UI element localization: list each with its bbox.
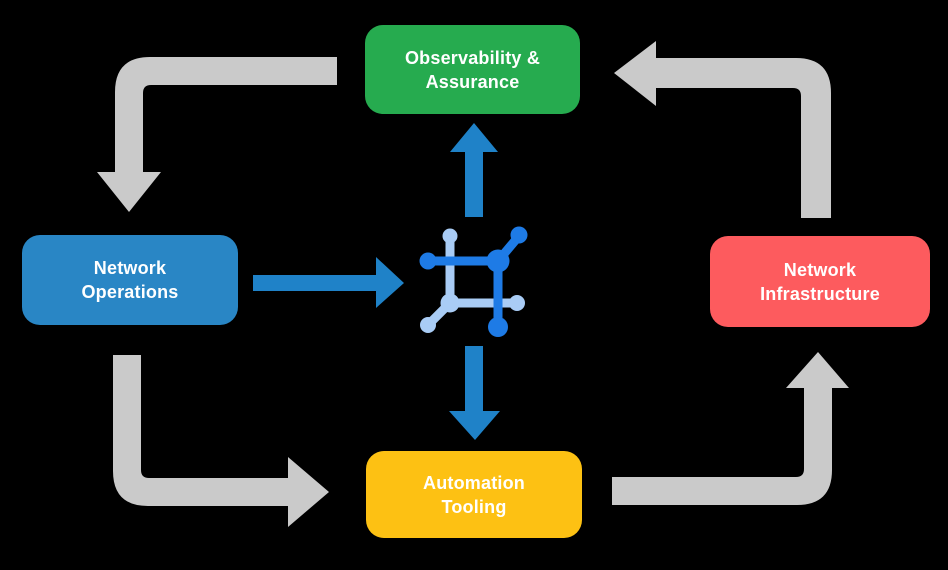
node-automation-tooling: Automation Tooling xyxy=(366,451,582,538)
node-label-line: Tooling xyxy=(441,496,507,517)
arrow-operations-to-center xyxy=(253,257,404,308)
network-mesh-icon-dark-dots xyxy=(419,226,528,337)
node-label-line: Observability & xyxy=(404,47,541,68)
node-label-line: Assurance xyxy=(425,71,520,92)
arrow-center-to-observability xyxy=(450,123,498,217)
network-mesh-icon xyxy=(419,226,528,337)
node-label-line: Operations xyxy=(81,282,179,302)
node-label-line: Network xyxy=(783,259,857,280)
network-mesh-icon-light-dots xyxy=(420,228,525,333)
node-label-line: Infrastructure xyxy=(760,283,880,304)
arrow-observability-to-operations xyxy=(97,57,337,212)
node-network-operations: Network Operations xyxy=(22,235,238,325)
arrow-infrastructure-to-observability xyxy=(614,41,831,218)
node-network-infrastructure: Network Infrastructure xyxy=(710,236,930,327)
node-label-line: Network xyxy=(93,258,167,278)
arrow-automation-to-infrastructure xyxy=(612,352,849,505)
node-observability-assurance: Observability & Assurance xyxy=(365,25,580,114)
node-label-line: Automation xyxy=(423,472,525,493)
arrow-center-to-automation xyxy=(449,346,500,440)
arrow-operations-to-automation xyxy=(113,355,329,527)
